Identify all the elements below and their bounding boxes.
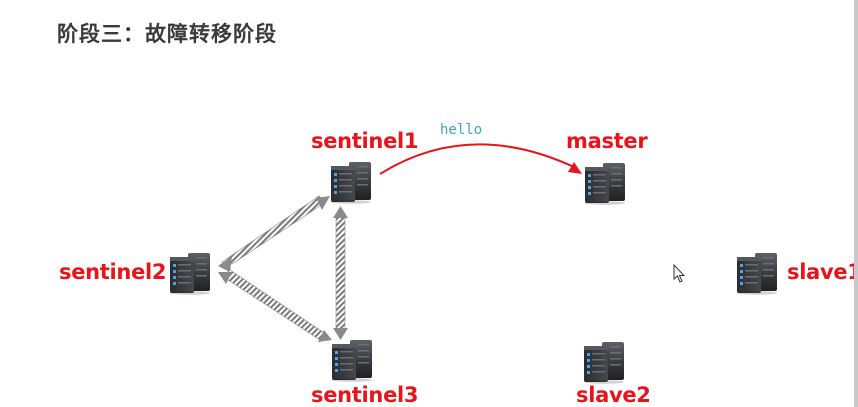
slave1-label: slave1: [787, 260, 858, 284]
hello-arrow: [379, 143, 582, 175]
slave1-server-icon: [737, 253, 777, 295]
sentinel3-label: sentinel3: [311, 383, 419, 407]
master-server-icon: [585, 163, 625, 205]
link-sentinel1-sentinel2: [218, 195, 330, 272]
hello-message-label: hello: [440, 122, 483, 138]
slave2-server-icon: [584, 342, 624, 384]
mouse-cursor-icon: [673, 263, 686, 283]
window-right-edge: [854, 0, 858, 407]
sentinel2-server-icon: [170, 253, 210, 295]
slave2-label: slave2: [576, 383, 651, 407]
link-sentinel1-sentinel3: [333, 206, 348, 340]
sentinel2-label: sentinel2: [59, 260, 167, 284]
sentinel1-server-icon: [331, 162, 371, 204]
page-title: 阶段三：故障转移阶段: [57, 22, 277, 46]
sentinel1-label: sentinel1: [311, 129, 419, 153]
sentinel3-server-icon: [332, 340, 372, 382]
master-label: master: [566, 129, 648, 153]
link-sentinel2-sentinel3: [218, 269, 332, 342]
